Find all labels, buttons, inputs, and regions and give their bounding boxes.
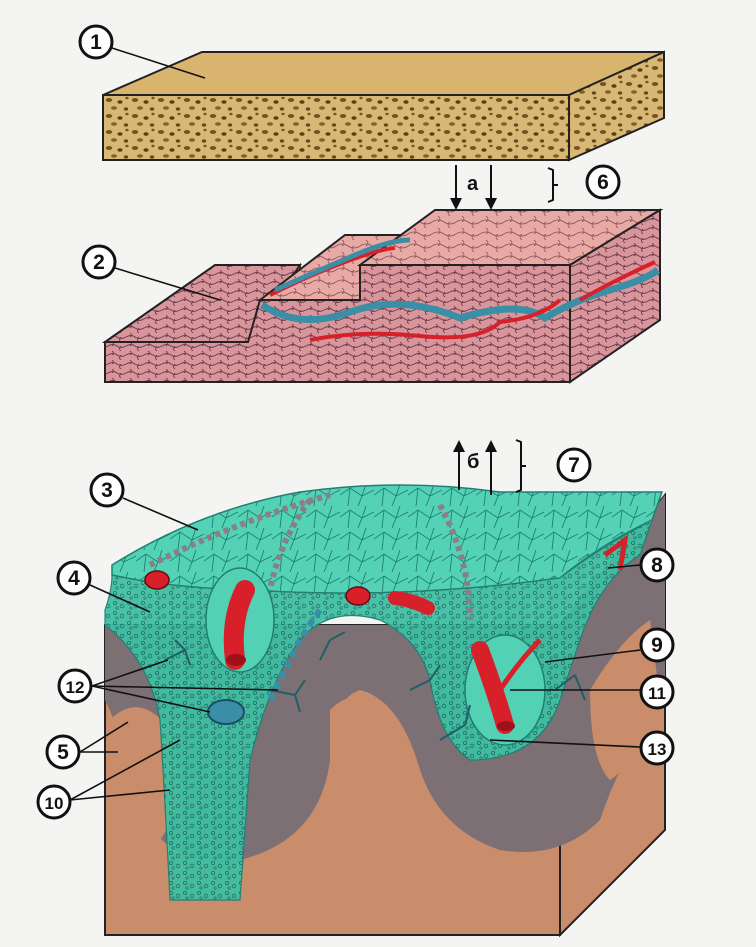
- arrows-b-label: б: [467, 451, 479, 473]
- layer-1-top: [103, 52, 664, 95]
- marker-5: 5: [47, 736, 79, 768]
- layer-1-block: [103, 52, 664, 160]
- marker-9: 9: [641, 629, 673, 661]
- marker-2: 2: [83, 246, 115, 278]
- svg-text:11: 11: [648, 684, 666, 703]
- svg-text:3: 3: [101, 479, 113, 502]
- svg-text:13: 13: [648, 740, 667, 759]
- marker-7: 7: [558, 449, 590, 481]
- vessel-blue: [208, 700, 244, 724]
- svg-text:8: 8: [651, 554, 663, 577]
- svg-text:12: 12: [66, 678, 85, 697]
- svg-text:9: 9: [651, 634, 663, 657]
- marker-1: 1: [80, 26, 112, 58]
- marker-13: 13: [641, 732, 673, 764]
- arrows-a-label: а: [467, 173, 479, 195]
- white-matter-fold-2: [330, 697, 398, 858]
- marker-3: 3: [91, 474, 123, 506]
- layer-2-block: [105, 210, 660, 382]
- marker-6: 6: [587, 166, 619, 198]
- svg-text:2: 2: [93, 251, 105, 274]
- vessel-red-left-cut: [226, 654, 246, 666]
- vessel-red-right-cut: [497, 721, 515, 731]
- svg-text:1: 1: [90, 31, 102, 54]
- marker-12: 12: [59, 670, 91, 702]
- marker-8: 8: [641, 549, 673, 581]
- vessel-red-left: [234, 590, 245, 660]
- arrows-b: б: [453, 440, 526, 495]
- svg-text:7: 7: [568, 454, 580, 477]
- vessel-red-small: [145, 571, 169, 589]
- svg-text:5: 5: [57, 741, 69, 764]
- arrows-a: а: [450, 165, 558, 210]
- marker-11: 11: [641, 676, 673, 708]
- brain-block: [105, 485, 665, 935]
- layer-1-front: [103, 95, 569, 160]
- vessel-red-mid-1: [346, 587, 370, 605]
- marker-10: 10: [38, 786, 70, 818]
- svg-text:4: 4: [68, 567, 80, 590]
- svg-text:10: 10: [45, 794, 64, 813]
- marker-4: 4: [58, 562, 90, 594]
- svg-text:6: 6: [597, 171, 609, 194]
